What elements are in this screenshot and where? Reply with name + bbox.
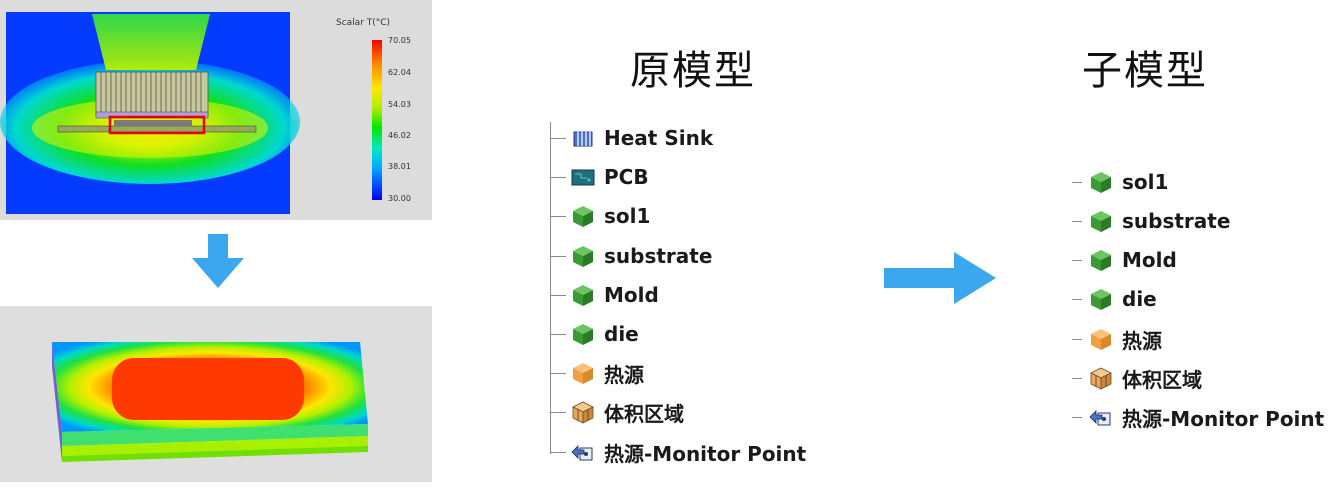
green-cube-icon [1088,208,1114,234]
pcb-icon [570,164,596,190]
monitor-point-icon [570,439,596,465]
submodel-region-highlight [108,115,206,135]
monitor-point-icon [1088,404,1114,430]
green-cube-icon [570,282,596,308]
temperature-field-plot [0,12,300,214]
tree-item-heat-sink[interactable]: Heat Sink [550,124,713,152]
legend-tick: 38.01 [388,162,411,171]
sub-tree-item-die[interactable]: die [1072,285,1157,313]
tree-connector-line [550,122,551,454]
tree-item-pcb[interactable]: PCB [550,163,649,191]
green-cube-icon [1088,247,1114,273]
sub-tree-item-monitor-point[interactable]: 热源-Monitor Point [1072,403,1324,431]
sub-tree-item-volume-region[interactable]: 体积区域 [1072,364,1202,392]
sub-tree-item-heat-source[interactable]: 热源 [1072,325,1162,353]
tree-item-die[interactable]: die [550,320,639,348]
legend-tick-min: 30.00 [388,194,411,203]
legend-tick-max: 70.05 [388,36,411,45]
volume-region-icon [570,399,596,425]
green-cube-icon [570,321,596,347]
green-cube-icon [1088,169,1114,195]
right-arrow-icon [884,252,996,304]
sub-tree-item-mold[interactable]: Mold [1072,246,1177,274]
sub-tree-item-sol1[interactable]: sol1 [1072,168,1168,196]
green-cube-icon [570,243,596,269]
sub-model-heading: 子模型 [1082,48,1208,94]
orange-cube-icon [570,360,596,386]
legend-tick: 62.04 [388,68,411,77]
tree-item-sol1[interactable]: sol1 [550,202,650,230]
tree-item-substrate[interactable]: substrate [550,242,712,270]
legend-tick: 54.03 [388,100,411,109]
volume-region-icon [1088,365,1114,391]
down-arrow-icon [192,234,244,288]
tree-item-volume-region[interactable]: 体积区域 [550,398,684,426]
temperature-color-bar [372,40,382,200]
green-cube-icon [570,203,596,229]
legend-title: Scalar T(°C) [336,18,391,28]
sub-tree-item-substrate[interactable]: substrate [1072,207,1230,235]
original-model-temperature-plot: Scalar T(°C) 70.05 62.04 54.03 46.02 38.… [0,0,432,220]
submodel-temperature-plot [0,306,432,482]
green-cube-icon [1088,286,1114,312]
original-model-heading: 原模型 [630,48,756,94]
submodel-temperature-field [52,342,368,462]
legend-tick: 46.02 [388,131,411,140]
orange-cube-icon [1088,326,1114,352]
tree-item-mold[interactable]: Mold [550,281,659,309]
tree-item-monitor-point[interactable]: 热源-Monitor Point [550,438,806,466]
heat-sink-icon [570,125,596,151]
tree-item-heat-source[interactable]: 热源 [550,359,644,387]
